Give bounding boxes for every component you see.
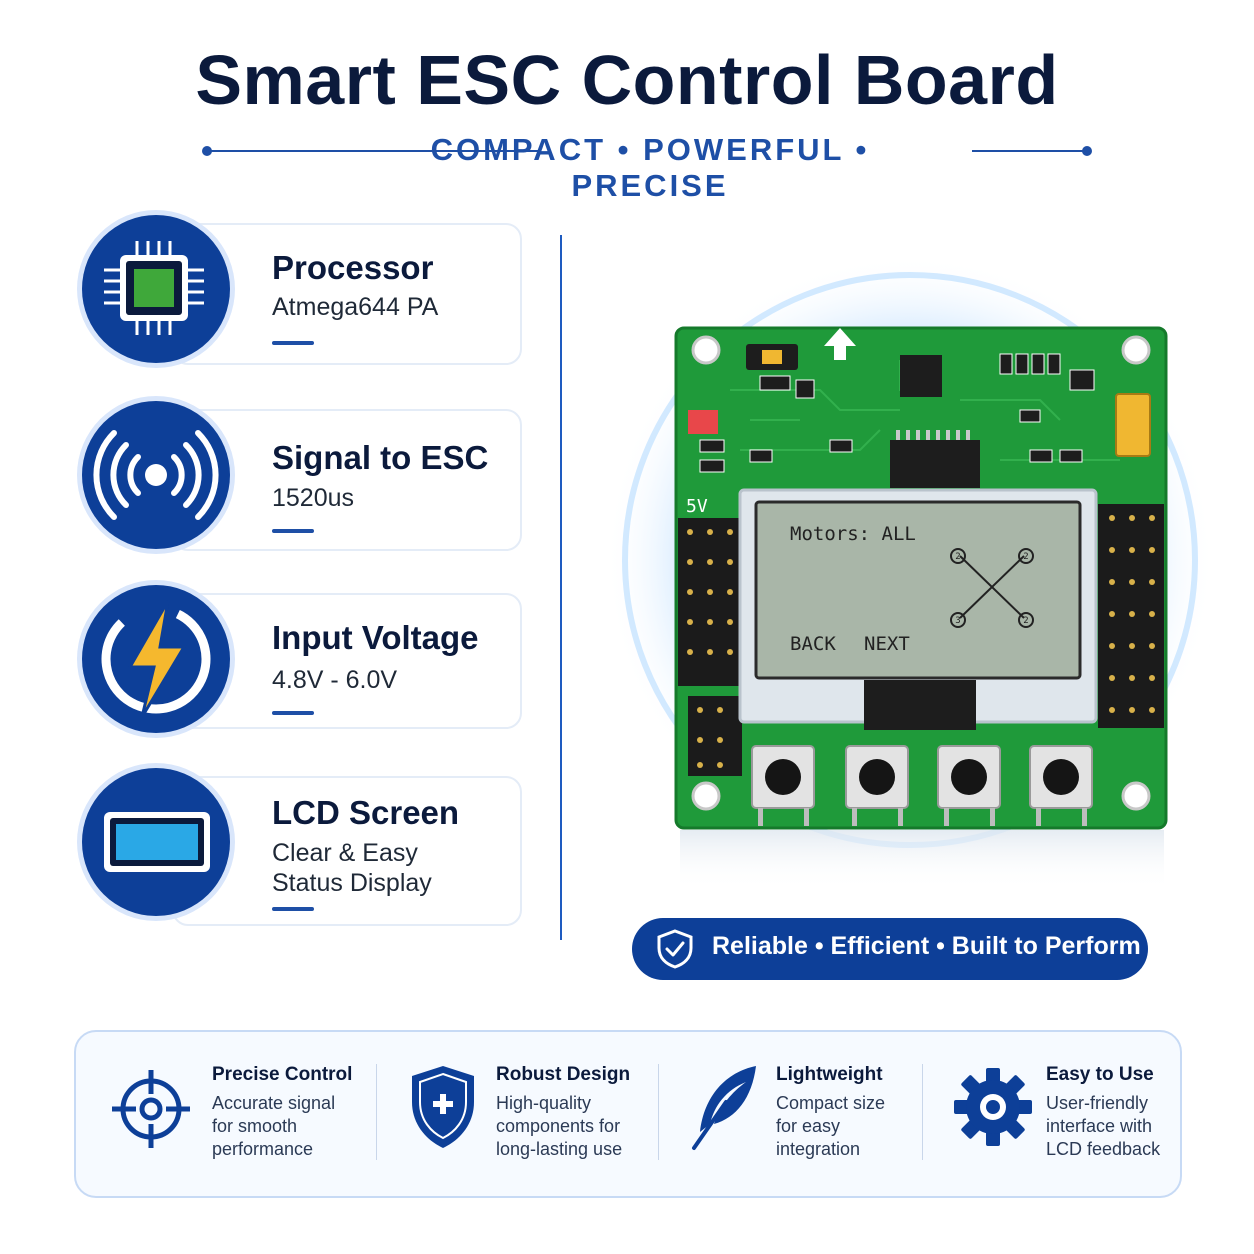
benefit-line: interface with: [1046, 1116, 1153, 1136]
shield-plus-icon: [412, 1066, 474, 1148]
feature-signal: Signal to ESC 1520us: [82, 401, 522, 551]
benefit-title: Robust Design: [496, 1064, 631, 1085]
lcd-icon: [82, 768, 230, 916]
board-buttons: [751, 745, 1093, 826]
tagline-text: Reliable • Efficient • Built to Perform: [712, 932, 1141, 960]
lcd-back-text: BACK: [790, 633, 836, 655]
benefit-title: Easy to Use: [1046, 1064, 1154, 1085]
benefit-title: Lightweight: [776, 1064, 883, 1085]
benefit-line: Compact size: [776, 1093, 886, 1113]
feature-title: Signal to ESC: [272, 439, 489, 476]
motor-label: 2: [1023, 616, 1028, 626]
feature-title: Processor: [272, 249, 434, 286]
feature-underline: [272, 711, 314, 715]
shield-check-icon: [657, 929, 693, 969]
lcd-motors-text: Motors: ALL: [790, 523, 916, 545]
feature-value-line: Status Display: [272, 869, 432, 897]
benefit-line: performance: [212, 1139, 314, 1159]
benefit-line: High-quality: [496, 1093, 592, 1113]
feature-title: LCD Screen: [272, 794, 460, 831]
vertical-divider: [560, 235, 562, 940]
benefit-lightweight: Lightweight Compact size for easy integr…: [676, 1032, 936, 1196]
feather-icon: [692, 1066, 756, 1150]
benefit-line: for easy: [776, 1116, 841, 1136]
benefits-panel: Precise Control Accurate signal for smoo…: [74, 1030, 1182, 1198]
lcd-next-text: NEXT: [864, 633, 910, 655]
subtitle: COMPACT • POWERFUL • PRECISE: [430, 132, 870, 203]
subtitle-row: COMPACT • POWERFUL • PRECISE: [200, 132, 1094, 203]
benefit-line: long-lasting use: [496, 1139, 623, 1159]
benefit-separator: [658, 1064, 659, 1160]
tagline-badge: Reliable • Efficient • Built to Perform: [632, 918, 1148, 980]
page-title: Smart ESC Control Board: [195, 41, 1059, 119]
feature-card: [172, 776, 522, 926]
crosshair-icon: [112, 1070, 190, 1148]
feature-card: [172, 409, 522, 551]
benefit-precise-control: Precise Control Accurate signal for smoo…: [106, 1032, 376, 1196]
benefit-easy-to-use: Easy to Use User-friendly interface with…: [948, 1032, 1176, 1196]
lightning-icon: [82, 585, 230, 733]
feature-value-line: Clear & Easy: [272, 839, 418, 867]
benefit-title: Precise Control: [212, 1064, 353, 1085]
chip-icon: [82, 215, 230, 363]
benefit-line: LCD feedback: [1046, 1139, 1161, 1159]
benefit-robust-design: Robust Design High-quality components fo…: [394, 1032, 654, 1196]
feature-voltage: Input Voltage 4.8V - 6.0V: [82, 585, 522, 735]
feature-underline: [272, 341, 314, 345]
feature-lcd: LCD Screen Clear & Easy Status Display: [82, 768, 522, 928]
esc-board-image: 5V Motors: AL: [600, 250, 1240, 900]
divider-line: [208, 150, 538, 152]
benefit-line: integration: [776, 1139, 861, 1159]
divider-line: [972, 150, 1086, 152]
benefit-line: for smooth: [212, 1116, 298, 1136]
board-illustration: 5V Motors: AL: [605, 255, 1215, 890]
feature-card: [172, 223, 522, 365]
motor-label: 3: [955, 616, 960, 626]
feature-value: 4.8V - 6.0V: [272, 666, 398, 694]
feature-value: Atmega644 PA: [272, 293, 439, 321]
benefit-separator: [922, 1064, 923, 1160]
feature-underline: [272, 907, 314, 911]
motor-label: 2: [1023, 552, 1028, 562]
divider-dot: [1082, 146, 1092, 156]
gear-icon: [954, 1068, 1032, 1146]
feature-title: Input Voltage: [272, 619, 479, 656]
feature-value: 1520us: [272, 484, 355, 512]
signal-icon: [82, 401, 230, 549]
silk-5v-label: 5V: [686, 496, 708, 517]
benefit-line: User-friendly: [1046, 1093, 1149, 1113]
motor-label: 2: [955, 552, 960, 562]
benefit-separator: [376, 1064, 377, 1160]
benefit-line: Accurate signal: [212, 1093, 336, 1113]
feature-processor: Processor Atmega644 PA: [82, 215, 522, 365]
feature-underline: [272, 529, 314, 533]
feature-card: [172, 593, 522, 729]
benefit-line: components for: [496, 1116, 621, 1136]
divider-dot: [202, 146, 212, 156]
